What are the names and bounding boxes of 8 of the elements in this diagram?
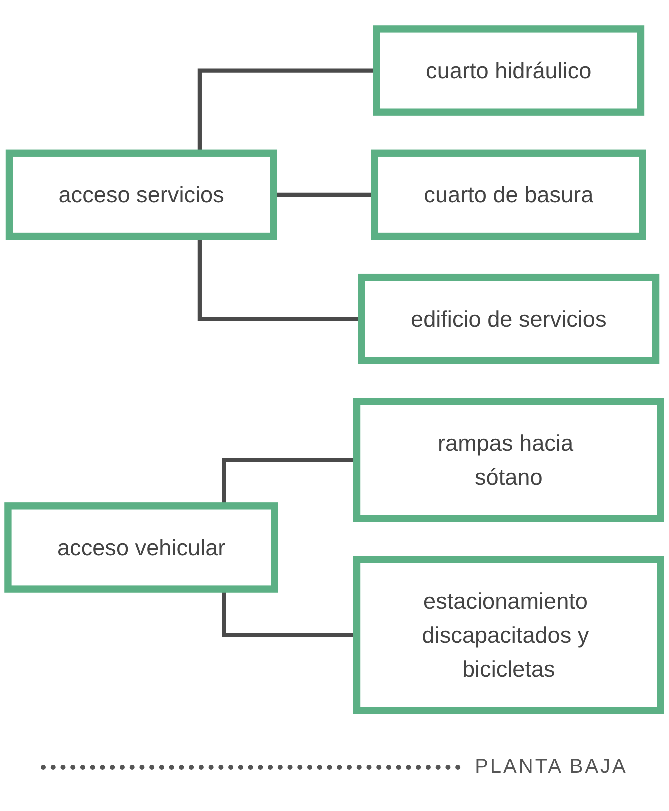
node-box: acceso vehicular	[4, 502, 278, 593]
node-box: cuarto de basura	[371, 150, 646, 240]
node-box: estacionamiento discapacitados y bicicletas	[353, 556, 664, 714]
floor-label: PLANTA BAJA	[475, 756, 628, 779]
node-box: rampas hacia sótano	[353, 398, 664, 522]
node-box: edificio de servicios	[358, 274, 660, 364]
node-box: acceso servicios	[6, 150, 278, 240]
node-box: cuarto hidráulico	[373, 26, 645, 116]
